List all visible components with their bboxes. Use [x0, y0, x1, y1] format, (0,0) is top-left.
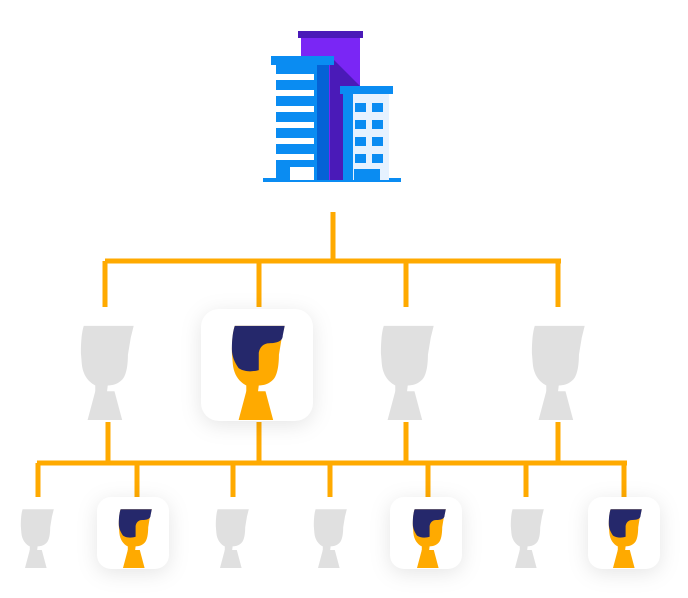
person-body — [417, 550, 439, 568]
connector-lines — [35, 212, 627, 497]
person-head — [510, 509, 544, 552]
light-tower-window — [372, 103, 383, 112]
manager-row — [80, 309, 585, 421]
employee-row — [20, 497, 660, 569]
light-tower-roof — [340, 86, 393, 94]
person-silhouette-icon — [231, 325, 285, 420]
person-hair — [412, 509, 446, 538]
person-silhouette-icon — [215, 509, 249, 568]
blue-tower-window-band — [276, 138, 314, 144]
manager-node-1 — [80, 325, 134, 420]
employee-node-5 — [390, 497, 462, 569]
blue-tower-window-band — [276, 122, 314, 128]
person-silhouette-icon — [313, 509, 347, 568]
person-body — [25, 550, 47, 568]
person-hair — [608, 509, 642, 538]
person-body — [123, 550, 145, 568]
person-hair — [231, 325, 285, 372]
employee-node-6 — [510, 509, 544, 568]
person-head — [313, 509, 347, 552]
person-body — [613, 550, 635, 568]
person-head — [80, 325, 134, 394]
person-silhouette-icon — [118, 509, 152, 568]
manager-node-2 — [201, 309, 313, 421]
person-body — [220, 550, 242, 568]
manager-node-4 — [531, 325, 585, 420]
person-hair — [118, 509, 152, 538]
blue-tower-window-band — [276, 106, 314, 112]
employee-node-4 — [313, 509, 347, 568]
person-silhouette-icon — [608, 509, 642, 568]
light-tower-door — [354, 169, 380, 180]
light-tower-window — [355, 154, 366, 163]
person-head — [20, 509, 54, 552]
light-tower-window — [372, 120, 383, 129]
person-silhouette-icon — [20, 509, 54, 568]
light-tower-window — [355, 137, 366, 146]
blue-tower-door — [290, 167, 314, 180]
person-silhouette-icon — [412, 509, 446, 568]
light-tower-window — [372, 137, 383, 146]
office-building-icon — [263, 31, 401, 182]
blue-tower-window-band — [276, 154, 314, 160]
person-silhouette-icon — [380, 325, 434, 420]
person-head — [215, 509, 249, 552]
person-body — [387, 391, 423, 420]
person-head — [380, 325, 434, 394]
person-body — [515, 550, 537, 568]
person-silhouette-icon — [531, 325, 585, 420]
purple-tower-roof — [298, 31, 363, 38]
light-tower-window — [355, 103, 366, 112]
person-body — [318, 550, 340, 568]
employee-node-1 — [20, 509, 54, 568]
employee-node-3 — [215, 509, 249, 568]
light-tower-edge — [343, 94, 353, 180]
blue-tower-window-band — [276, 74, 314, 80]
person-body — [538, 391, 574, 420]
person-body — [238, 391, 274, 420]
manager-node-3 — [380, 325, 434, 420]
person-silhouette-icon — [510, 509, 544, 568]
person-body — [87, 391, 123, 420]
person-head — [531, 325, 585, 394]
blue-tower-shade — [317, 65, 329, 180]
employee-node-7 — [588, 497, 660, 569]
person-silhouette-icon — [80, 325, 134, 420]
light-tower-window — [355, 120, 366, 129]
light-tower-window — [372, 154, 383, 163]
blue-tower-roof — [271, 56, 334, 65]
blue-tower-window-band — [276, 90, 314, 96]
employee-node-2 — [97, 497, 169, 569]
